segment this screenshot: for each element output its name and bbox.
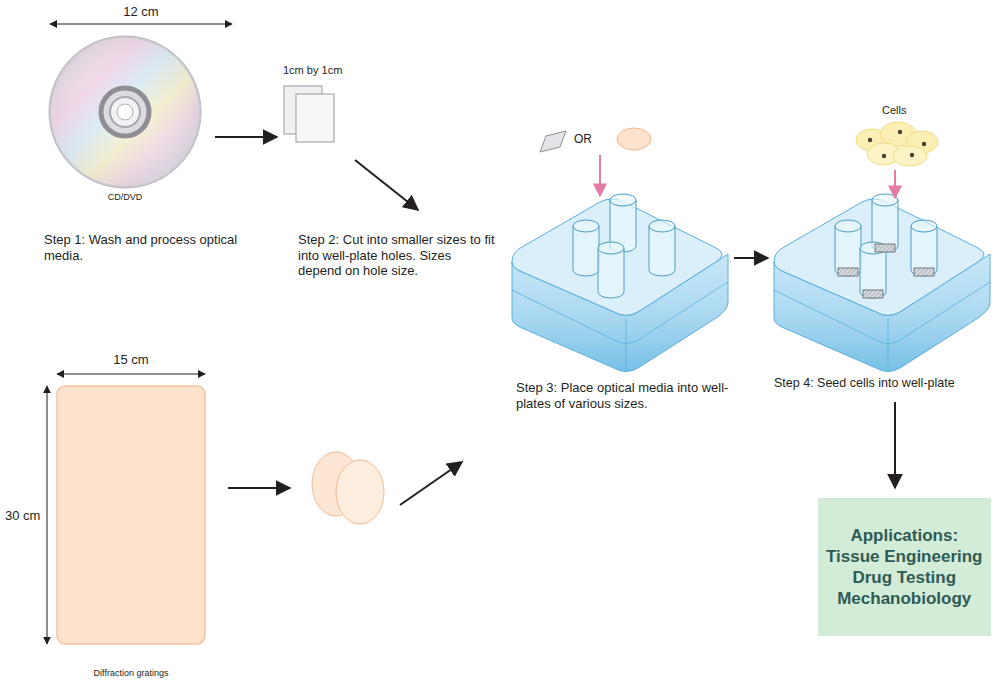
disc: [49, 36, 201, 188]
cut-discs: [312, 452, 384, 524]
dimension-arrow: [47, 386, 48, 644]
seeded-samples: [838, 244, 934, 298]
disc-ring: [110, 97, 140, 127]
dimension-arrow: [57, 374, 205, 375]
pink-arrow: [599, 155, 601, 196]
step-label: Step 4: Seed cells into well-plate: [774, 376, 1002, 391]
cell-nucleus: [882, 154, 886, 158]
cell: [893, 146, 927, 166]
flow-arrow: [228, 487, 290, 489]
disc-piece: [336, 460, 384, 524]
disc-sheen: [51, 38, 199, 186]
cut-squares: [284, 86, 334, 142]
cell-nucleus: [898, 130, 902, 134]
application-box: Applications:Tissue EngineeringDrug Test…: [818, 498, 991, 636]
step-label: Step 3: Place optical media into well-pl…: [516, 380, 760, 411]
flow-arrow: [894, 402, 896, 488]
media-label: Diffraction gratings: [94, 668, 169, 679]
box-heading: Applications:: [850, 525, 958, 546]
step-label: Step 1: Wash and process optical media.: [44, 232, 262, 263]
cell-nucleus: [910, 153, 914, 157]
cd-disc: [49, 36, 201, 188]
flow-arrow: [734, 257, 768, 259]
square-piece: [296, 94, 334, 142]
cells-cluster: [856, 122, 938, 166]
dimension-label: 12 cm: [121, 4, 160, 20]
dimension-label: 15 cm: [113, 352, 148, 368]
application-item: Mechanobiology: [837, 588, 971, 609]
step-label: Step 2: Cut into smaller sizes to fit in…: [298, 232, 498, 279]
disc-hub: [101, 88, 149, 136]
cells-label: Cells: [882, 104, 906, 117]
cell-nucleus: [868, 138, 872, 142]
flow-arrow: [215, 136, 277, 138]
sample: [875, 244, 895, 252]
disc-hole: [117, 104, 133, 120]
grating-sheet: [57, 386, 205, 644]
sample: [914, 268, 934, 276]
disc-piece: [617, 128, 651, 150]
size-label: 1cm by 1cm: [283, 64, 342, 77]
sample: [838, 268, 858, 276]
cell-nucleus: [922, 142, 926, 146]
dimension-label: 30 cm: [3, 508, 42, 524]
sample: [863, 290, 883, 298]
flow-arrow: [400, 462, 462, 505]
dimension-arrow: [50, 24, 232, 25]
choice-label: OR: [574, 132, 592, 146]
flow-arrow: [355, 160, 418, 210]
square-piece: [540, 131, 566, 152]
application-item: Drug Testing: [852, 567, 956, 588]
pink-arrow: [894, 170, 896, 198]
media-label: CD/DVD: [108, 192, 143, 203]
application-item: Tissue Engineering: [826, 546, 983, 567]
